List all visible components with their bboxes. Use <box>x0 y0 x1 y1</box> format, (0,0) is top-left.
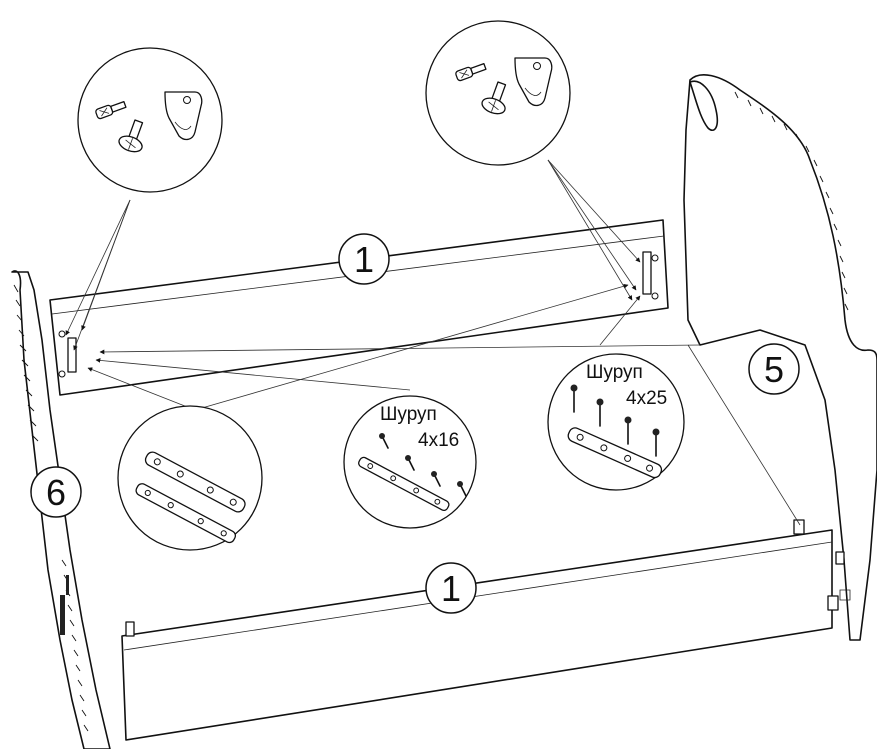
label-footboard-text: 6 <box>46 472 66 513</box>
cam-fitting-callout-right <box>425 20 571 166</box>
headboard-panel <box>683 74 877 641</box>
screw-icons <box>570 384 660 457</box>
label-footboard: 6 <box>30 466 82 518</box>
label-headboard-text: 5 <box>764 349 784 390</box>
label-panel-bottom: 1 <box>425 562 477 614</box>
screw-4x16-size: 4x16 <box>418 430 459 451</box>
label-panel-top-text: 1 <box>354 239 374 280</box>
screw-4x25-size: 4x25 <box>626 388 667 409</box>
screw-icons <box>379 433 467 497</box>
label-headboard: 5 <box>748 343 800 395</box>
front-side-panel <box>121 519 845 741</box>
screw-4x25-title: Шуруп <box>586 362 643 383</box>
connector-plate-callout <box>117 405 263 551</box>
cam-fitting-callout-left <box>77 47 223 193</box>
screw-4x16-callout: Шуруп 4x16 <box>343 395 477 529</box>
label-panel-top: 1 <box>338 233 390 285</box>
screw-4x16-title: Шуруп <box>380 404 437 425</box>
leader-lines <box>65 159 801 526</box>
screw-4x25-callout: Шуруп 4x25 <box>547 353 685 491</box>
label-panel-bottom-text: 1 <box>441 568 461 609</box>
